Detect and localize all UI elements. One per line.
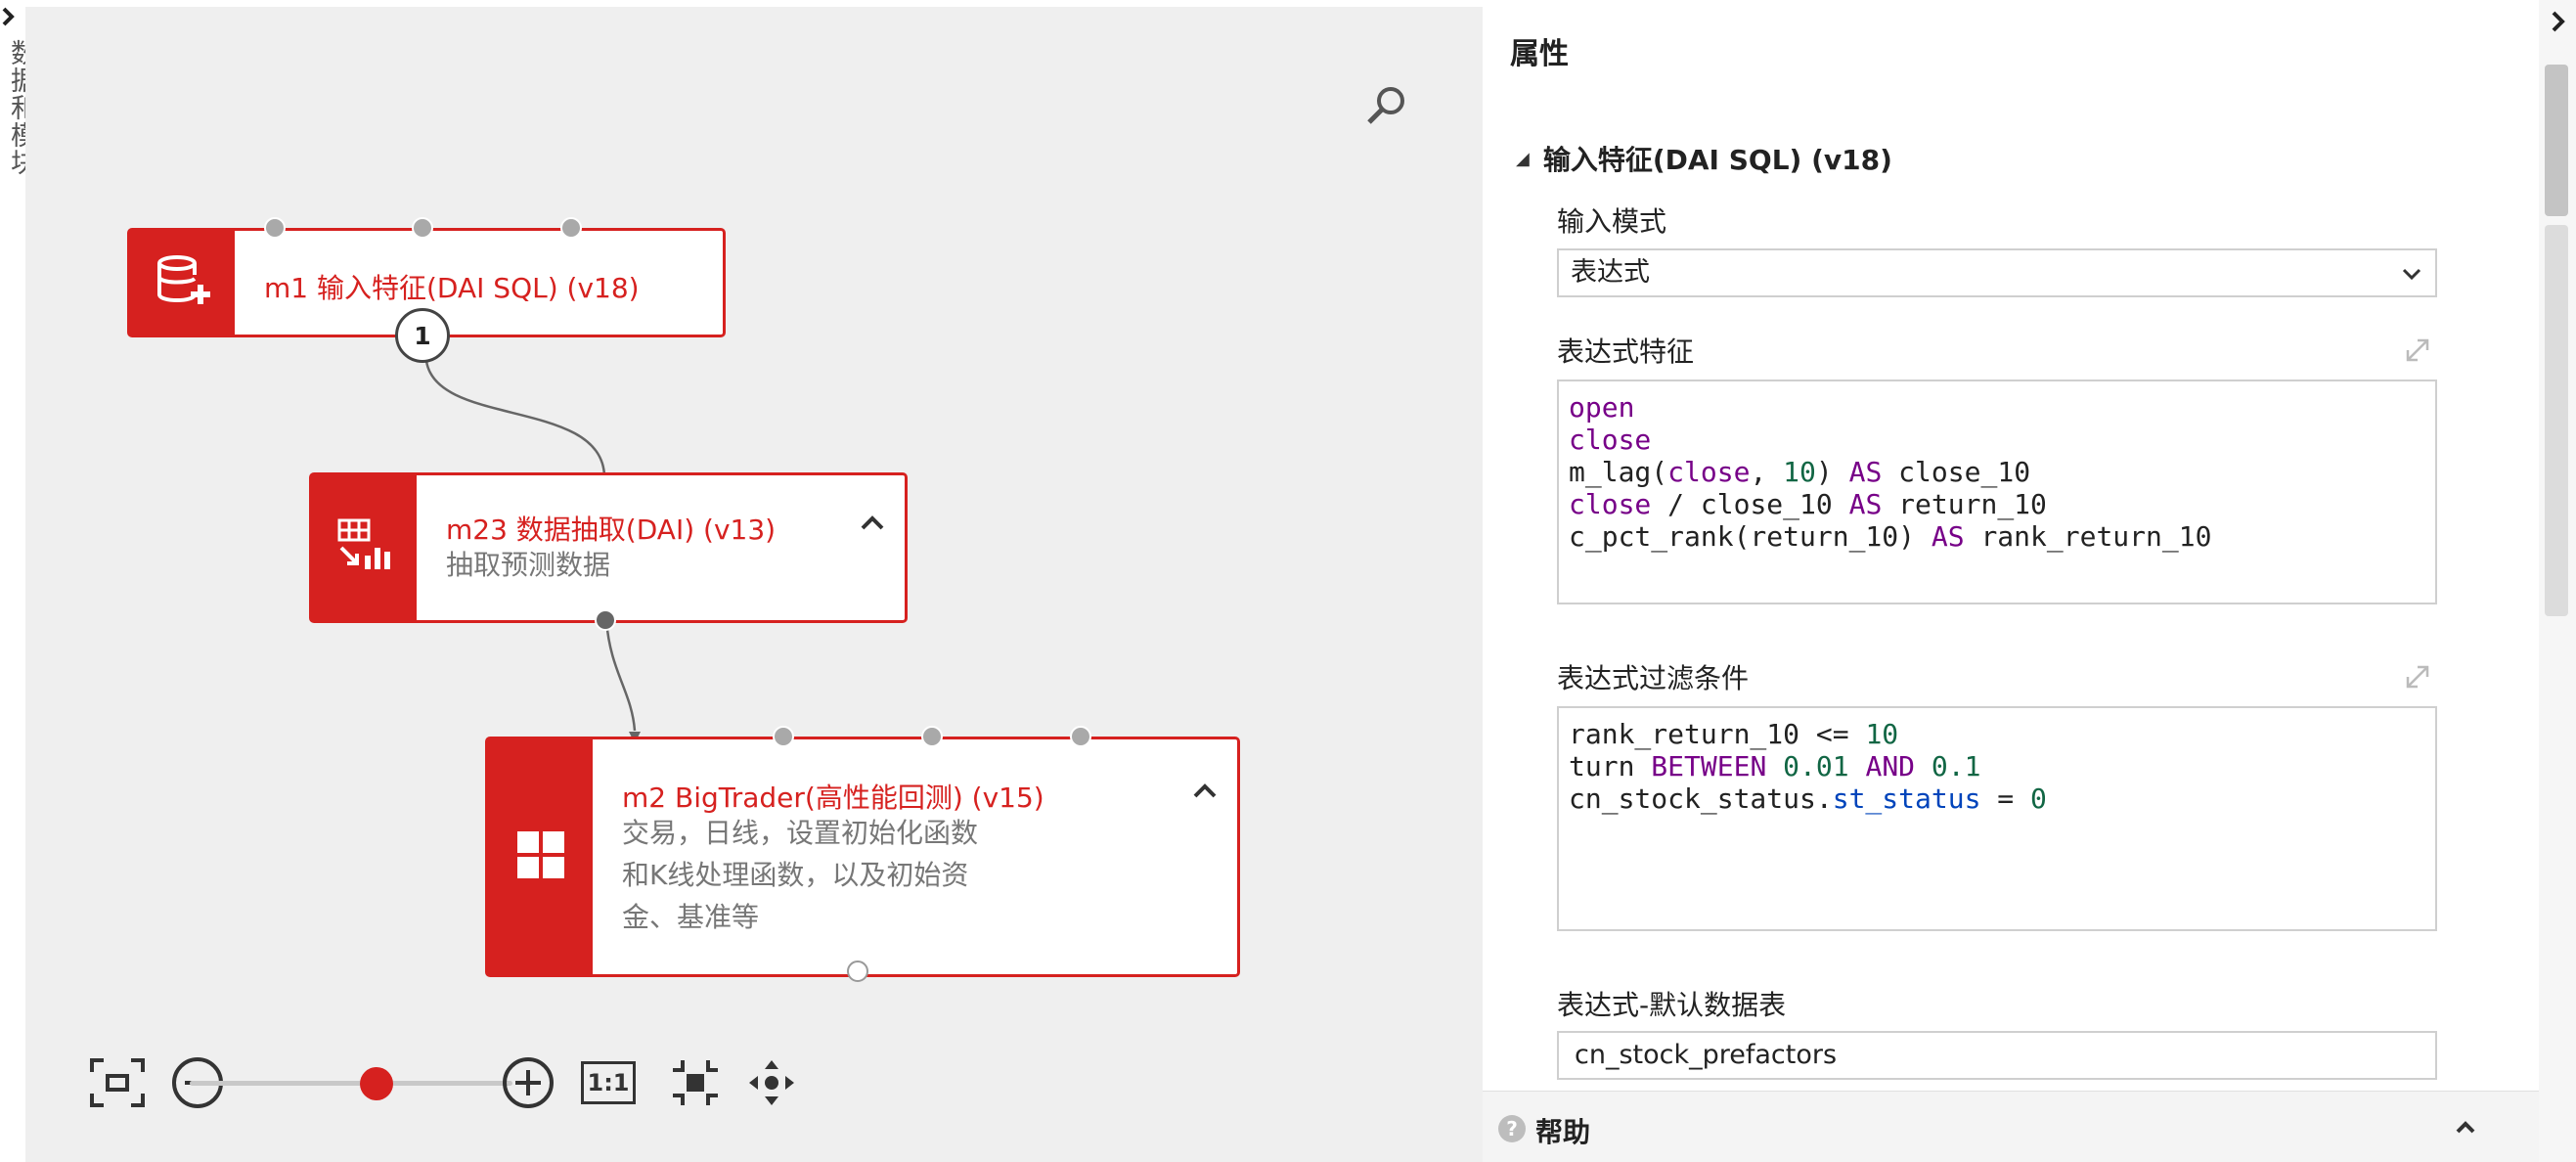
node-m2-description-line-1: 交易，日线，设置初始化函数 [622, 817, 979, 849]
node-m23-description: 抽取预测数据 [446, 549, 611, 581]
node-m2-input-port-3[interactable] [921, 726, 943, 747]
node-m2-input-port-4[interactable] [1070, 726, 1091, 747]
expand-icon[interactable] [2404, 336, 2431, 364]
expression-features-line: c_pct_rank(return_10) AS rank_return_10 [1569, 520, 2212, 553]
window-grid-icon [515, 829, 566, 884]
zoom-toolbar: 1:1 [63, 1053, 806, 1112]
chevron-down-icon [2400, 258, 2423, 288]
triangle-down-icon: ◢ [1516, 148, 1530, 169]
actual-size-label: 1:1 [581, 1061, 636, 1104]
expression-features-label: 表达式特征 [1557, 335, 1695, 368]
scrollbar-thumb[interactable] [2545, 65, 2568, 216]
actual-size-button[interactable]: 1:1 [579, 1053, 638, 1112]
zoom-in-icon[interactable] [501, 1053, 555, 1112]
node-m1-input-port-3[interactable] [560, 217, 582, 239]
node-m1-output-badge[interactable]: 1 [395, 308, 450, 363]
chevron-right-icon[interactable] [0, 6, 18, 27]
default-table-input[interactable]: cn_stock_prefactors [1557, 1031, 2437, 1080]
workflow-canvas[interactable]: m1 输入特征(DAI SQL) (v18) 1 m23 数据抽取(DAI) (… [25, 7, 1483, 1162]
expression-features-line: close [1569, 424, 1652, 456]
filter-conditions-line: rank_return_10 <= 10 [1569, 718, 1899, 750]
zoom-slider-thumb[interactable] [360, 1067, 393, 1100]
filter-conditions-label: 表达式过滤条件 [1557, 662, 1750, 694]
node-m2-output-port[interactable] [847, 961, 868, 982]
node-m23-icon-box [312, 475, 417, 620]
node-m2-description-line-3: 金、基准等 [622, 901, 760, 933]
chevron-up-icon[interactable] [2451, 1113, 2480, 1142]
search-icon[interactable] [1363, 83, 1408, 128]
database-add-icon [154, 253, 212, 312]
node-m23-output-port[interactable] [595, 609, 616, 631]
node-m2[interactable]: m2 BigTrader(高性能回测) (v15) 交易，日线，设置初始化函数 … [485, 737, 1240, 977]
scrollbar-track-segment [2545, 225, 2568, 616]
chevron-right-icon[interactable] [2549, 10, 2568, 33]
panel-title: 属性 [1510, 37, 1569, 71]
fit-view-icon[interactable] [88, 1053, 147, 1112]
chevron-up-icon[interactable] [1190, 777, 1220, 806]
expression-features-line: close / close_10 AS return_10 [1569, 488, 2047, 520]
input-mode-label: 输入模式 [1557, 205, 1667, 238]
left-side-strip: 数据和模块 [0, 0, 36, 1162]
section-title: 输入特征(DAI SQL) (v18) [1542, 144, 1892, 176]
default-table-label: 表达式-默认数据表 [1557, 989, 1787, 1021]
node-m1-input-port-2[interactable] [412, 217, 433, 239]
fit-selection-icon[interactable] [671, 1053, 720, 1112]
section-header[interactable]: ◢ 输入特征(DAI SQL) (v18) [1516, 139, 1892, 178]
node-m1-input-port-1[interactable] [264, 217, 286, 239]
input-mode-value: 表达式 [1571, 257, 1650, 288]
node-m2-icon-box [488, 739, 593, 974]
node-m2-input-port-2[interactable] [773, 726, 794, 747]
node-m23[interactable]: m23 数据抽取(DAI) (v13) 抽取预测数据 [309, 472, 908, 623]
help-bar[interactable]: ? 帮助 [1483, 1091, 2539, 1162]
question-icon: ? [1498, 1115, 1526, 1142]
node-m1-icon-box [130, 231, 235, 335]
node-m23-title: m23 数据抽取(DAI) (v13) [446, 514, 777, 546]
chevron-up-icon[interactable] [858, 509, 887, 538]
pan-move-icon[interactable] [747, 1053, 796, 1112]
expression-features-line: m_lag(close, 10) AS close_10 [1569, 456, 2031, 488]
input-mode-select[interactable]: 表达式 [1557, 248, 2437, 297]
expression-features-line: open [1569, 391, 1635, 424]
data-extract-icon [335, 518, 394, 577]
properties-panel: 属性 ◢ 输入特征(DAI SQL) (v18) 输入模式 表达式 表达式特征 … [1483, 0, 2539, 1162]
panel-scrollbar[interactable] [2539, 0, 2576, 1162]
expand-icon[interactable] [2404, 663, 2431, 691]
zoom-slider-track[interactable] [190, 1081, 512, 1086]
help-label: 帮助 [1535, 1116, 1591, 1148]
node-m2-title: m2 BigTrader(高性能回测) (v15) [622, 782, 1044, 814]
node-m1-title: m1 输入特征(DAI SQL) (v18) [264, 272, 640, 304]
node-m2-description-line-2: 和K线处理函数，以及初始资 [622, 859, 969, 891]
filter-conditions-line: cn_stock_status.st_status = 0 [1569, 782, 2047, 815]
filter-conditions-line: turn BETWEEN 0.01 AND 0.1 [1569, 750, 1981, 782]
